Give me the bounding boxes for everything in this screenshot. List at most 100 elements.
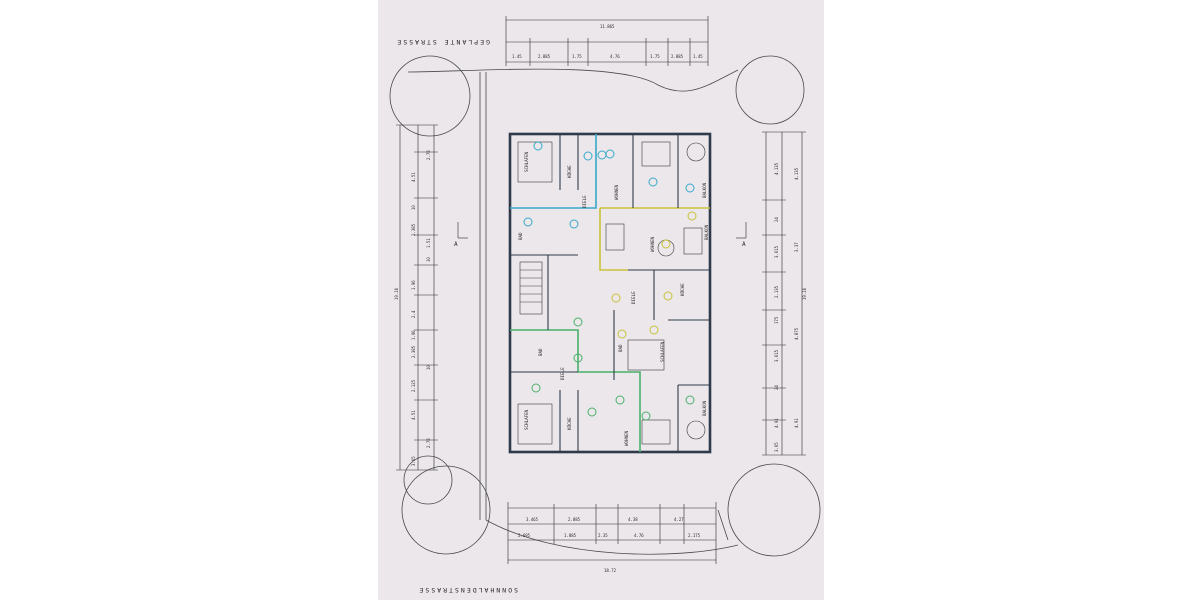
dim-top-3: 4.76 bbox=[610, 54, 620, 59]
stairwell bbox=[519, 261, 543, 315]
room-bad-1: BAD bbox=[518, 232, 523, 240]
room-schlafen-2: SCHLAFEN bbox=[660, 341, 665, 362]
table-bottom bbox=[686, 420, 706, 440]
dim-bottom-row1: 3.465 2.885 4.38 4.27 bbox=[526, 517, 684, 522]
dim-right-total: 19.16 bbox=[802, 287, 807, 300]
floor-plan-sheet: GEPLANTE STRASSE SONNHALDENSTRASSE 11.86… bbox=[378, 0, 824, 600]
furniture bbox=[517, 141, 706, 445]
dim-left-13: 2.78 bbox=[426, 438, 431, 448]
tree-circle-bottom-right bbox=[727, 463, 821, 557]
room-kueche-1: KÜCHE bbox=[567, 165, 572, 178]
path-bottom-curve bbox=[485, 519, 739, 555]
section-marker-right: A bbox=[742, 241, 746, 248]
dim-left-2: 10 bbox=[411, 205, 416, 210]
dim-bottom1-3: 4.27 bbox=[674, 517, 684, 522]
dim-right-8: 3.65 bbox=[774, 442, 779, 452]
room-labels-unit1: SCHLAFEN KÜCHE WOHNEN BALKON DIELE BAD bbox=[518, 151, 707, 240]
room-wohnen-1: WOHNEN bbox=[614, 184, 619, 200]
section-line-markers bbox=[457, 222, 747, 239]
dim-bottom2-0: 2.695 bbox=[518, 533, 531, 538]
room-balkon-3: BALKON bbox=[702, 400, 707, 416]
dim-left-0: 2.78 bbox=[426, 150, 431, 160]
room-wohnen-2: WOHNEN bbox=[650, 236, 655, 252]
room-schlafen-3: SCHLAFEN bbox=[524, 409, 529, 430]
dimension-chain-left bbox=[396, 124, 438, 471]
dim-right-4: 175 bbox=[774, 316, 779, 324]
dim-right-2: 3.615 bbox=[774, 245, 779, 258]
dim-right-0: 4.135 bbox=[774, 162, 779, 175]
dim-left-total: 19.16 bbox=[394, 287, 399, 300]
dim-bottom2-1: 1.885 bbox=[564, 533, 577, 538]
dim-top-2: 1.75 bbox=[572, 54, 582, 59]
dim-left-5: 10 bbox=[426, 257, 431, 262]
tree-circle-bottom-left-small bbox=[403, 455, 453, 505]
building-outer-wall bbox=[508, 132, 712, 454]
room-kueche-2: KÜCHE bbox=[680, 283, 685, 296]
street-bottom-label: SONNHALDENSTRASSE bbox=[417, 586, 518, 594]
dim-right-7: 4.91 bbox=[774, 418, 779, 428]
unit2-markers bbox=[611, 211, 697, 339]
dim-right-3: 2.135 bbox=[774, 285, 779, 298]
dim-right-5: 3.615 bbox=[774, 349, 779, 362]
unit3-markers bbox=[531, 317, 695, 421]
dim-left-7: 2.4 bbox=[411, 310, 416, 318]
room-bad-2: BAD bbox=[618, 344, 623, 352]
room-schlafen-1: SCHLAFEN bbox=[524, 151, 529, 172]
room-labels-unit2: WOHNEN BALKON KÜCHE DIELE SCHLAFEN BAD bbox=[618, 224, 709, 362]
room-balkon-1: BALKON bbox=[702, 182, 707, 198]
dim-top-1: 2.885 bbox=[538, 54, 551, 59]
unit2-boundary bbox=[599, 207, 710, 271]
dining-unit2 bbox=[605, 223, 625, 251]
dim-right2-2: 4.875 bbox=[794, 327, 799, 340]
dim-left-3: 2.385 bbox=[411, 223, 416, 236]
site-paths bbox=[407, 68, 739, 555]
dim-right2-0: 4.135 bbox=[794, 167, 799, 180]
dim-bottom1-1: 2.885 bbox=[568, 517, 581, 522]
dim-left-10: 10 bbox=[426, 365, 431, 370]
room-diele-1: DIELE bbox=[582, 195, 587, 208]
dim-left-14: 3.65 bbox=[411, 456, 416, 466]
dim-right2-1: 3.37 bbox=[794, 242, 799, 252]
dim-right-col2: 4.135 3.37 4.875 4.91 bbox=[794, 167, 799, 428]
dimension-chain-top bbox=[505, 16, 709, 66]
room-markers bbox=[523, 141, 697, 421]
dim-left-4: 1.51 bbox=[426, 238, 431, 248]
dim-bottom-row2: 2.695 1.885 2.35 4.76 2.175 bbox=[518, 533, 701, 538]
table-top bbox=[686, 142, 706, 162]
dim-right-6: 24 bbox=[774, 385, 779, 390]
dim-left-11: 2.125 bbox=[411, 379, 416, 392]
dim-top-0: 1.45 bbox=[512, 54, 522, 59]
room-bad-3: BAD bbox=[538, 348, 543, 356]
room-balkon-2: BALKON bbox=[704, 224, 709, 240]
dim-left-9: 2.385 bbox=[411, 345, 416, 358]
dim-top-row: 1.45 2.885 1.75 4.76 1.75 2.885 1.45 bbox=[512, 54, 703, 59]
dim-left-8: 1.96 bbox=[411, 330, 416, 340]
dim-top-6: 1.45 bbox=[693, 54, 703, 59]
unit1-boundary bbox=[510, 134, 597, 209]
sofa-top bbox=[641, 141, 671, 167]
dim-bottom1-2: 4.38 bbox=[628, 517, 638, 522]
street-top-label: GEPLANTE STRASSE bbox=[395, 38, 490, 46]
dim-top-4: 1.75 bbox=[650, 54, 660, 59]
unit1-markers bbox=[523, 141, 695, 229]
room-diele-3: DIELE bbox=[560, 367, 565, 380]
dimension-chain-right bbox=[762, 131, 806, 456]
section-marker-left: A bbox=[454, 241, 458, 248]
room-labels-unit3: BAD DIELE SCHLAFEN KÜCHE WOHNEN BALKON bbox=[524, 348, 707, 446]
dim-top-total: 11.865 bbox=[600, 24, 615, 29]
room-diele-2: DIELE bbox=[631, 291, 636, 304]
room-wohnen-3: WOHNEN bbox=[624, 430, 629, 446]
dim-left-6: 1.96 bbox=[411, 280, 416, 290]
dim-bottom2-2: 2.35 bbox=[598, 533, 608, 538]
dim-top-5: 2.885 bbox=[671, 54, 684, 59]
site-trees bbox=[389, 55, 821, 557]
sofa-bottom bbox=[641, 419, 671, 445]
dim-right-col: 4.135 24 3.615 2.135 175 3.615 24 4.91 3… bbox=[774, 162, 779, 452]
balcony-unit2 bbox=[683, 227, 703, 255]
bed-bottom bbox=[517, 403, 553, 445]
building-walls bbox=[508, 132, 712, 454]
dim-left-col: 2.78 4.51 10 2.385 1.51 10 1.96 2.4 1.96… bbox=[411, 150, 431, 466]
dim-left-1: 4.51 bbox=[411, 172, 416, 182]
room-kueche-3: KÜCHE bbox=[567, 417, 572, 430]
bed-top bbox=[517, 141, 553, 183]
